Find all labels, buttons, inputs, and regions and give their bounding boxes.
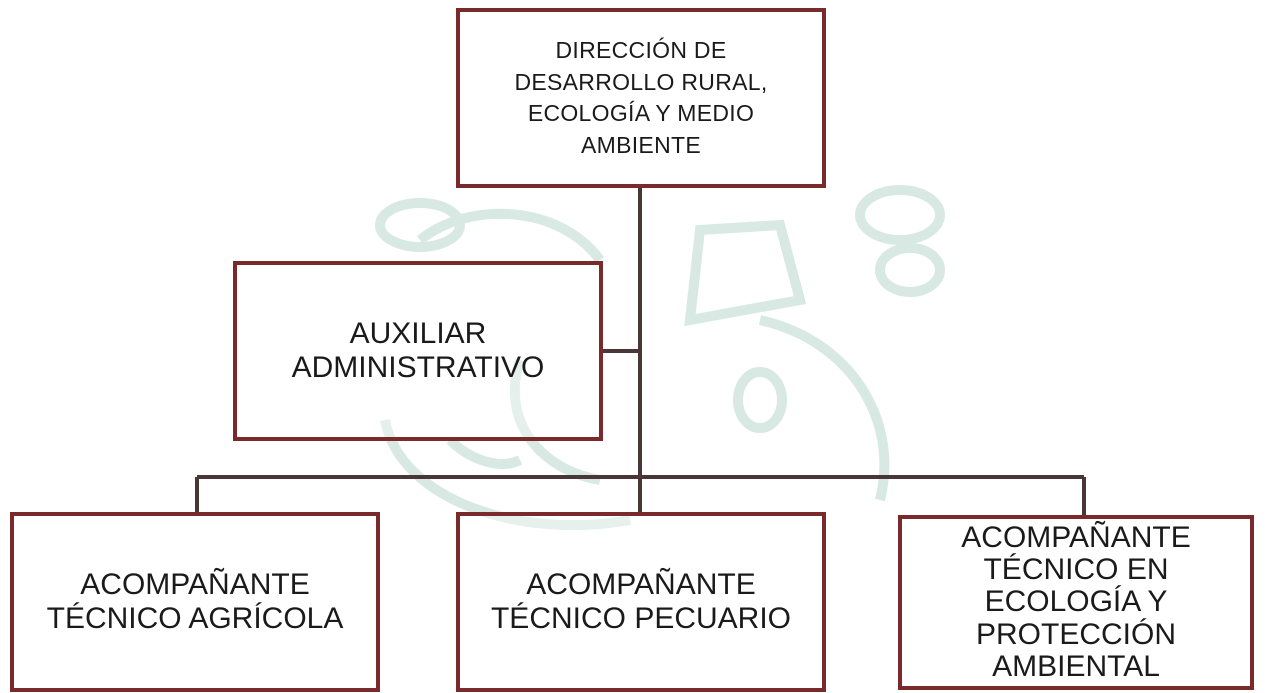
ecologia-box: ACOMPAÑANTE TÉCNICO EN ECOLOGÍA Y PROTEC…: [898, 515, 1254, 690]
auxiliar-box: AUXILIAR ADMINISTRATIVO: [233, 261, 603, 441]
agricola-box: ACOMPAÑANTE TÉCNICO AGRÍCOLA: [10, 512, 380, 692]
direccion-label: DIRECCIÓN DE DESARROLLO RURAL, ECOLOGÍA …: [514, 37, 768, 158]
ecologia-label: ACOMPAÑANTE TÉCNICO EN ECOLOGÍA Y PROTEC…: [961, 521, 1191, 683]
pecuario-box: ACOMPAÑANTE TÉCNICO PECUARIO: [456, 512, 826, 692]
direccion-box: DIRECCIÓN DE DESARROLLO RURAL, ECOLOGÍA …: [456, 8, 826, 188]
agricola-label: ACOMPAÑANTE TÉCNICO AGRÍCOLA: [46, 567, 344, 636]
pecuario-label: ACOMPAÑANTE TÉCNICO PECUARIO: [490, 567, 792, 636]
auxiliar-label: AUXILIAR ADMINISTRATIVO: [291, 317, 545, 384]
